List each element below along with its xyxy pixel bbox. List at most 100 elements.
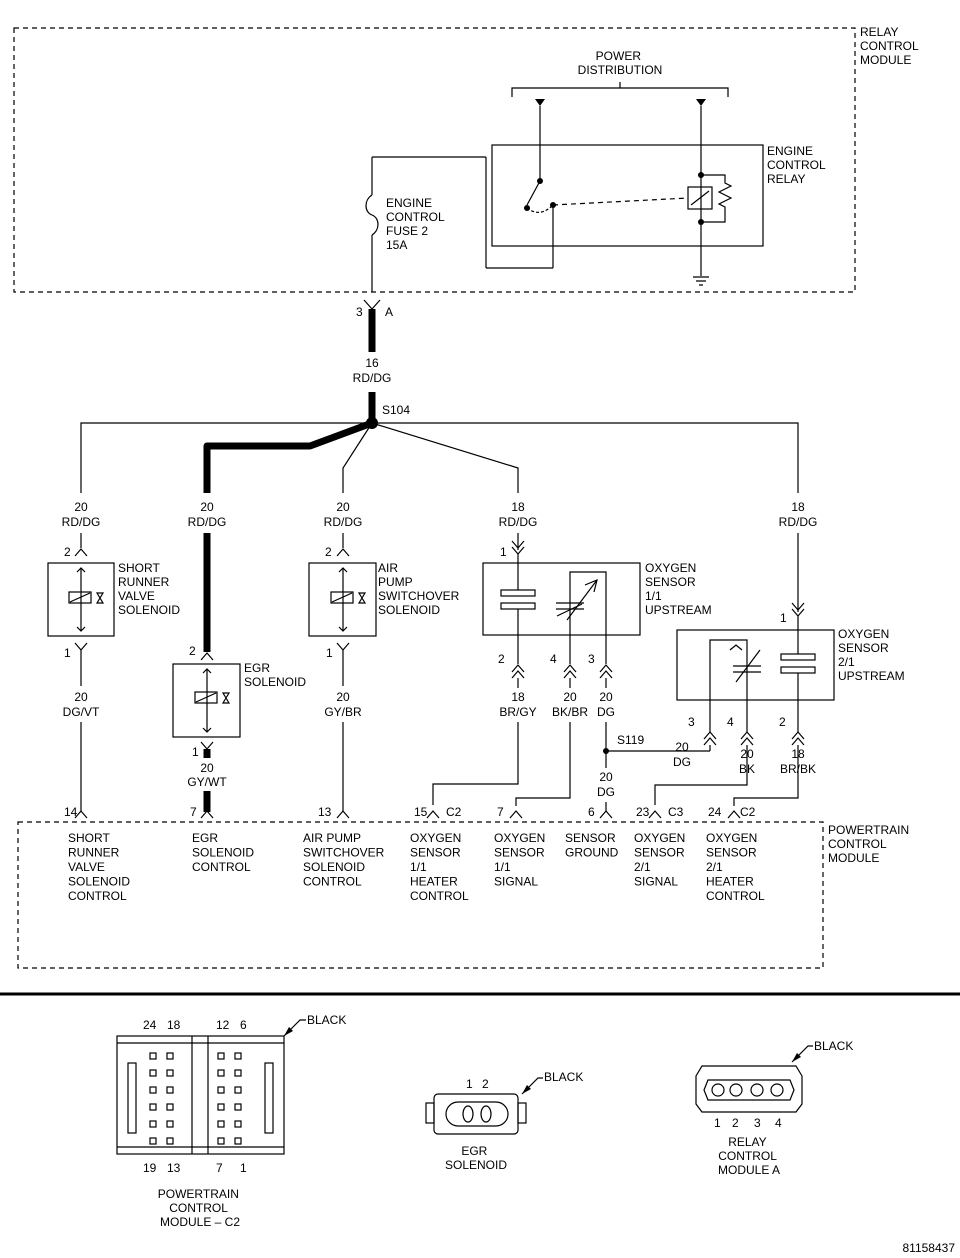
figure-id: 81158437: [903, 1241, 956, 1255]
svg-text:20: 20: [200, 500, 214, 514]
splice-s119-label: S119: [617, 733, 644, 747]
pcm-pin-number: 15: [414, 805, 428, 819]
engine-control-relay-label: ENGINE CONTROL RELAY: [767, 144, 829, 186]
pcm-pin-number: 23: [636, 805, 650, 819]
engine-control-relay-box: [491, 144, 764, 247]
svg-text:DG: DG: [597, 785, 615, 799]
connector-cavity: [166, 1086, 174, 1094]
svg-text:13: 13: [167, 1161, 181, 1175]
connector-cavity: [234, 1120, 242, 1128]
pcm-connector-color: BLACK: [307, 1013, 346, 1027]
relay-control-module-outline: [13, 27, 856, 293]
sr-top-color: RD/DG: [62, 515, 101, 529]
connector-cavity: [149, 1052, 157, 1060]
connector-cavity: [166, 1069, 174, 1077]
svg-text:7: 7: [216, 1161, 223, 1175]
svg-text:RD/DG: RD/DG: [779, 515, 818, 529]
svg-text:1: 1: [714, 1116, 721, 1130]
connector-cavity: [234, 1103, 242, 1111]
connector-cavity: [217, 1120, 225, 1128]
connector-cavity: [149, 1103, 157, 1111]
svg-text:DG: DG: [597, 705, 615, 719]
svg-text:1: 1: [64, 646, 71, 660]
pcm-connector-id: C2: [740, 805, 756, 819]
fuse-label: ENGINE CONTROL FUSE 2 15A: [386, 196, 448, 252]
svg-text:1: 1: [780, 611, 787, 625]
svg-text:20: 20: [563, 690, 577, 704]
connector-cavity: [166, 1120, 174, 1128]
svg-text:DG/VT: DG/VT: [63, 705, 100, 719]
svg-text:4: 4: [775, 1116, 782, 1130]
egr-connector-view: 1 2 BLACK EGR SOLENOID: [425, 1070, 583, 1172]
power-feed-arrow-left: [535, 99, 545, 106]
short-runner-label: SHORT RUNNER VALVE SOLENOID: [118, 561, 180, 617]
connector-cavity: [217, 1069, 225, 1077]
svg-text:18: 18: [791, 500, 805, 514]
relay-connector-color: BLACK: [814, 1039, 853, 1053]
svg-text:2: 2: [498, 652, 505, 666]
power-distribution-bracket: [511, 82, 729, 97]
svg-text:24: 24: [143, 1018, 157, 1032]
main-wire-color: RD/DG: [353, 371, 392, 385]
svg-text:2: 2: [732, 1116, 739, 1130]
svg-text:POWERTRAIN CONTROL: POWERTRAIN CONTROL MODULE – C2: [158, 1187, 242, 1229]
powertrain-control-module-outline: [17, 821, 824, 969]
connector-cavity: [166, 1137, 174, 1145]
svg-text:6: 6: [240, 1018, 247, 1032]
pcm-pin-number: 13: [318, 805, 332, 819]
svg-text:RD/DG: RD/DG: [188, 515, 227, 529]
svg-text:GY/WT: GY/WT: [187, 775, 227, 789]
sr-top-gauge: 20: [74, 500, 88, 514]
connector-cavity: [217, 1086, 225, 1094]
svg-text:18: 18: [511, 690, 525, 704]
svg-text:1: 1: [240, 1161, 247, 1175]
svg-text:RD/DG: RD/DG: [499, 515, 538, 529]
svg-text:EGR SOLENOID: EGR SOLENOID: [445, 1144, 507, 1172]
connector-cavity: [234, 1069, 242, 1077]
svg-text:RELAY CONTROL MODU: RELAY CONTROL MODULE A: [718, 1135, 780, 1177]
connector-cavity: [149, 1086, 157, 1094]
svg-text:2: 2: [325, 545, 332, 559]
svg-text:BK/BR: BK/BR: [552, 705, 588, 719]
main-wire-gauge: 16: [365, 356, 379, 370]
svg-text:1: 1: [500, 545, 507, 559]
connector-cavity: [149, 1120, 157, 1128]
air-pump-label: AIR PUMP SWITCHOVER SOLENOID: [378, 561, 463, 617]
svg-text:3: 3: [588, 652, 595, 666]
connector-cavity: [234, 1086, 242, 1094]
svg-text:20: 20: [599, 690, 613, 704]
svg-text:2: 2: [779, 715, 786, 729]
pcm-pin-number: 14: [64, 805, 78, 819]
connector-cavity: [166, 1052, 174, 1060]
svg-text:2: 2: [189, 644, 196, 658]
connector-cavity: [149, 1137, 157, 1145]
pcm-connector-id: C3: [668, 805, 684, 819]
oxygen-sensor-1-1: [482, 562, 641, 636]
pcm-pin-number: 7: [190, 805, 197, 819]
svg-text:1: 1: [466, 1077, 473, 1091]
svg-text:20: 20: [200, 761, 214, 775]
connector-cavity: [166, 1103, 174, 1111]
svg-text:18: 18: [167, 1018, 181, 1032]
svg-text:3: 3: [754, 1116, 761, 1130]
connector-cavity: [149, 1069, 157, 1077]
ground-icon: [693, 276, 709, 286]
pcm-pin-number: 24: [708, 805, 722, 819]
egr-connector-color: BLACK: [544, 1070, 583, 1084]
svg-text:2: 2: [64, 545, 71, 559]
svg-text:12: 12: [216, 1018, 230, 1032]
connector-cavity: [217, 1052, 225, 1060]
svg-text:BR/GY: BR/GY: [499, 705, 536, 719]
connector-cavity: [217, 1103, 225, 1111]
pcm-label: POWERTRAIN CONTROL MODULE: [828, 823, 912, 865]
svg-text:20: 20: [336, 500, 350, 514]
connector-cavity: [217, 1137, 225, 1145]
svg-text:20: 20: [336, 690, 350, 704]
svg-text:20: 20: [74, 690, 88, 704]
pcm-pin-number: 7: [497, 805, 504, 819]
oxygen-sensor-2-1-label: OXYGEN SENSOR 2/1 UPSTREAM: [838, 627, 905, 683]
